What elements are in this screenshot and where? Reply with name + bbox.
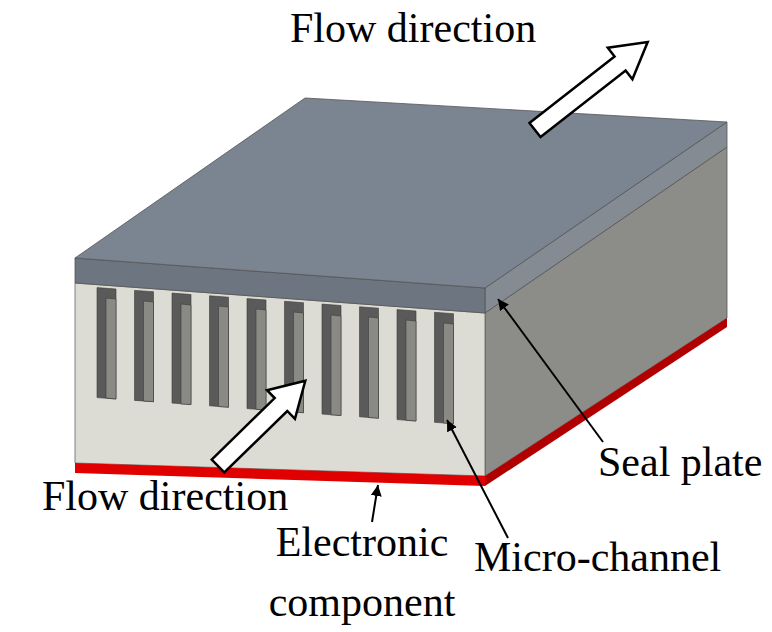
flow-direction-label: Flow direction [42, 472, 288, 520]
leader-arrow [372, 485, 378, 522]
leader-arrow [498, 299, 603, 442]
seal-plate-top [75, 98, 727, 288]
body-front-face [75, 283, 485, 476]
part-label: Seal plate [598, 438, 762, 486]
part-label: Micro-channel [474, 533, 721, 581]
flow-arrow [523, 26, 660, 146]
flow-direction-label: Flow direction [290, 4, 536, 52]
flow-arrow [204, 366, 319, 480]
part-label: Electronic component [262, 512, 462, 632]
leader-arrow [447, 420, 508, 538]
